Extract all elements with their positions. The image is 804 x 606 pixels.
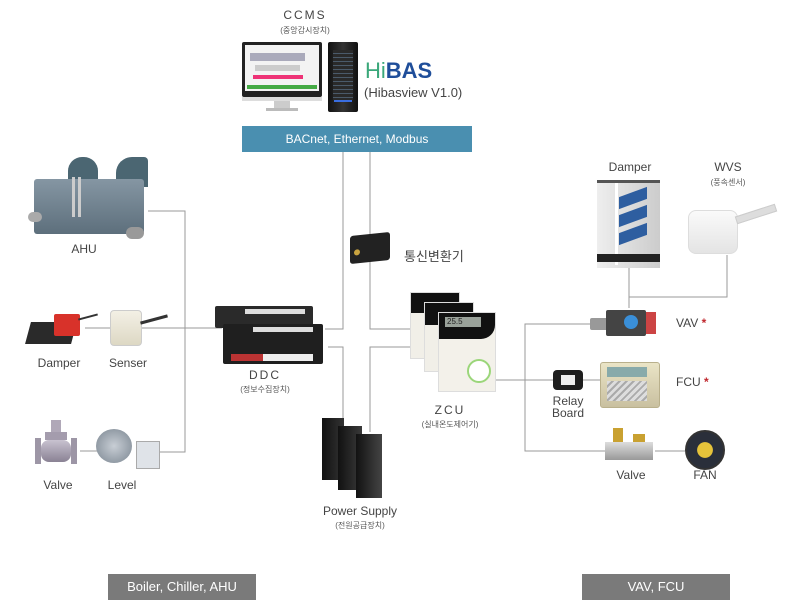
senser-image	[110, 310, 142, 346]
vav-star: *	[701, 316, 707, 330]
wvs-label: WVS	[714, 160, 742, 174]
fcu-text: FCU	[676, 375, 701, 389]
fcu-image	[600, 362, 660, 408]
ahu-label: AHU	[71, 242, 97, 256]
power-supply-image	[322, 418, 387, 498]
hibas-logo: HiBAS	[365, 58, 432, 84]
line-bar-converter	[369, 152, 420, 330]
converter-image	[350, 231, 390, 265]
valve-left-label: Valve	[43, 478, 73, 492]
zcu-sublabel: (실내온도제어기)	[421, 420, 479, 429]
valve-right-label: Valve	[616, 468, 646, 482]
damper-actuator-image	[25, 310, 98, 348]
damper-right-label: Damper	[608, 160, 652, 174]
vav-label: VAV *	[676, 316, 706, 330]
level-label: Level	[107, 478, 137, 492]
senser-label: Senser	[108, 356, 148, 370]
ccms-title: CCMS	[283, 8, 327, 22]
line-ddc-power	[328, 346, 344, 432]
valve-left-image	[35, 420, 80, 468]
damper-left-label: Damper	[37, 356, 81, 370]
brand-version: (Hibasview V1.0)	[364, 85, 463, 100]
damper-right-image	[597, 180, 660, 268]
ahu-image	[28, 157, 148, 243]
converter-label: 통신변환기	[404, 249, 464, 264]
fcu-label: FCU *	[676, 375, 709, 389]
relay-board-label-1: Relay	[552, 394, 584, 408]
zcu-image: 25.5	[410, 292, 496, 392]
line-damper-wvs	[628, 255, 728, 298]
relay-board-label-2: Board	[551, 406, 585, 420]
server-rack-image	[328, 42, 358, 112]
footer-left-badge: Boiler, Chiller, AHU	[108, 574, 256, 600]
vav-text: VAV	[676, 316, 699, 330]
ccms-subtitle: (중앙감시장치)	[280, 26, 330, 35]
brand-bas: BAS	[385, 58, 433, 83]
line-zcu-power	[369, 346, 420, 432]
line-bar-ddc	[325, 152, 344, 330]
footer-right-badge: VAV, FCU	[582, 574, 730, 600]
valve-right-image	[605, 428, 655, 462]
power-supply-sublabel: (전원공급장치)	[335, 521, 385, 530]
brand-hi: Hi	[365, 58, 386, 83]
ddc-image	[215, 306, 325, 366]
zcu-display: 25.5	[445, 317, 481, 327]
wvs-image	[688, 210, 738, 254]
ddc-sublabel: (정보수집장치)	[240, 385, 290, 394]
ddc-label: DDC	[249, 368, 281, 382]
level-image	[96, 425, 166, 473]
zcu-label: ZCU	[434, 403, 466, 417]
fan-image	[685, 430, 725, 470]
monitor-image	[242, 42, 322, 112]
wvs-sublabel: (풍속센서)	[710, 178, 746, 187]
line-ahu	[148, 210, 186, 453]
network-bar: BACnet, Ethernet, Modbus	[242, 126, 472, 152]
fan-label: FAN	[693, 468, 717, 482]
power-supply-label: Power Supply	[322, 504, 398, 518]
vav-image	[590, 308, 658, 338]
line-right-bus	[524, 323, 612, 452]
fcu-star: *	[704, 375, 709, 389]
zcu-dial	[467, 359, 491, 383]
relay-board-image	[553, 370, 583, 390]
